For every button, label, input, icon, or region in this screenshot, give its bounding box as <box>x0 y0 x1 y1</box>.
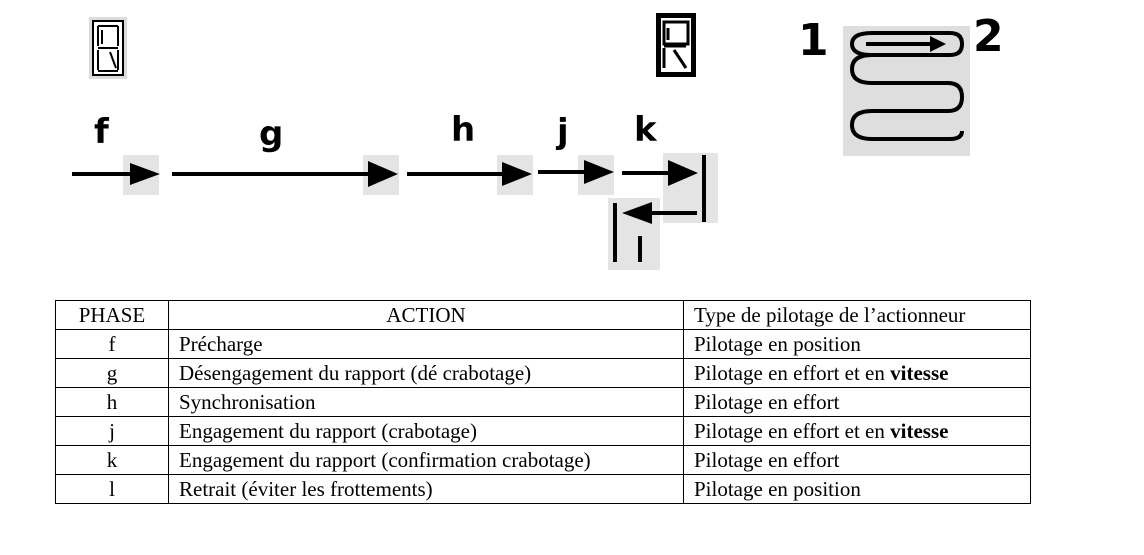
phase-table: PHASE ACTION Type de pilotage de l’actio… <box>55 300 1031 504</box>
cell-type-text: Pilotage en effort et en <box>694 419 891 443</box>
position-2-label: 2 <box>973 11 1004 62</box>
gear-indicator-engaged-icon <box>656 13 696 77</box>
table-header-row: PHASE ACTION Type de pilotage de l’actio… <box>55 300 1031 330</box>
position-1-label: 1 <box>798 15 829 66</box>
table-row: j Engagement du rapport (crabotage) Pilo… <box>55 416 1031 446</box>
phase-label-k: k <box>634 110 658 150</box>
shift-pattern-icon <box>843 26 970 156</box>
phase-arrow-h <box>407 155 533 195</box>
phase-arrow-l <box>608 198 697 270</box>
phase-label-f: f <box>94 112 110 152</box>
cell-action: Précharge <box>168 329 684 359</box>
table-row: l Retrait (éviter les frottements) Pilot… <box>55 474 1031 504</box>
column-header-phase: PHASE <box>55 300 169 330</box>
cell-type-text: Pilotage en position <box>694 332 861 356</box>
phase-arrow-g <box>172 155 399 195</box>
cell-type: Pilotage en effort <box>683 387 1031 417</box>
phase-label-g: g <box>259 114 283 154</box>
cell-type: Pilotage en effort et en vitesse <box>683 358 1031 388</box>
cell-action: Engagement du rapport (confirmation crab… <box>168 445 684 475</box>
cell-type-text: Pilotage en effort <box>694 448 840 472</box>
column-header-type: Type de pilotage de l’actionneur <box>683 300 1031 330</box>
phase-diagram: 1 2 f g h j k <box>72 11 1004 270</box>
cell-action: Synchronisation <box>168 387 684 417</box>
cell-type: Pilotage en position <box>683 474 1031 504</box>
phase-arrow-f <box>72 155 160 195</box>
gear-indicator-neutral-icon <box>89 17 127 79</box>
phase-label-h: h <box>451 110 475 150</box>
table-row: f Précharge Pilotage en position <box>55 329 1031 359</box>
cell-action: Engagement du rapport (crabotage) <box>168 416 684 446</box>
phase-arrow-j <box>538 155 614 195</box>
cell-type-bold: vitesse <box>890 361 949 385</box>
cell-phase: f <box>55 329 169 359</box>
cell-type-text: Pilotage en position <box>694 477 861 501</box>
cell-type-text: Pilotage en effort <box>694 390 840 414</box>
cell-action: Retrait (éviter les frottements) <box>168 474 684 504</box>
table-row: g Désengagement du rapport (dé crabotage… <box>55 358 1031 388</box>
cell-type: Pilotage en position <box>683 329 1031 359</box>
cell-phase: j <box>55 416 169 446</box>
cell-phase: k <box>55 445 169 475</box>
column-header-action: ACTION <box>168 300 684 330</box>
table-row: h Synchronisation Pilotage en effort <box>55 387 1031 417</box>
cell-type: Pilotage en effort <box>683 445 1031 475</box>
cell-action: Désengagement du rapport (dé crabotage) <box>168 358 684 388</box>
table-row: k Engagement du rapport (confirmation cr… <box>55 445 1031 475</box>
cell-type-text: Pilotage en effort et en <box>694 361 891 385</box>
cell-phase: h <box>55 387 169 417</box>
cell-type-bold: vitesse <box>890 419 949 443</box>
phase-label-j: j <box>555 112 569 152</box>
cell-type: Pilotage en effort et en vitesse <box>683 416 1031 446</box>
cell-phase: g <box>55 358 169 388</box>
cell-phase: l <box>55 474 169 504</box>
